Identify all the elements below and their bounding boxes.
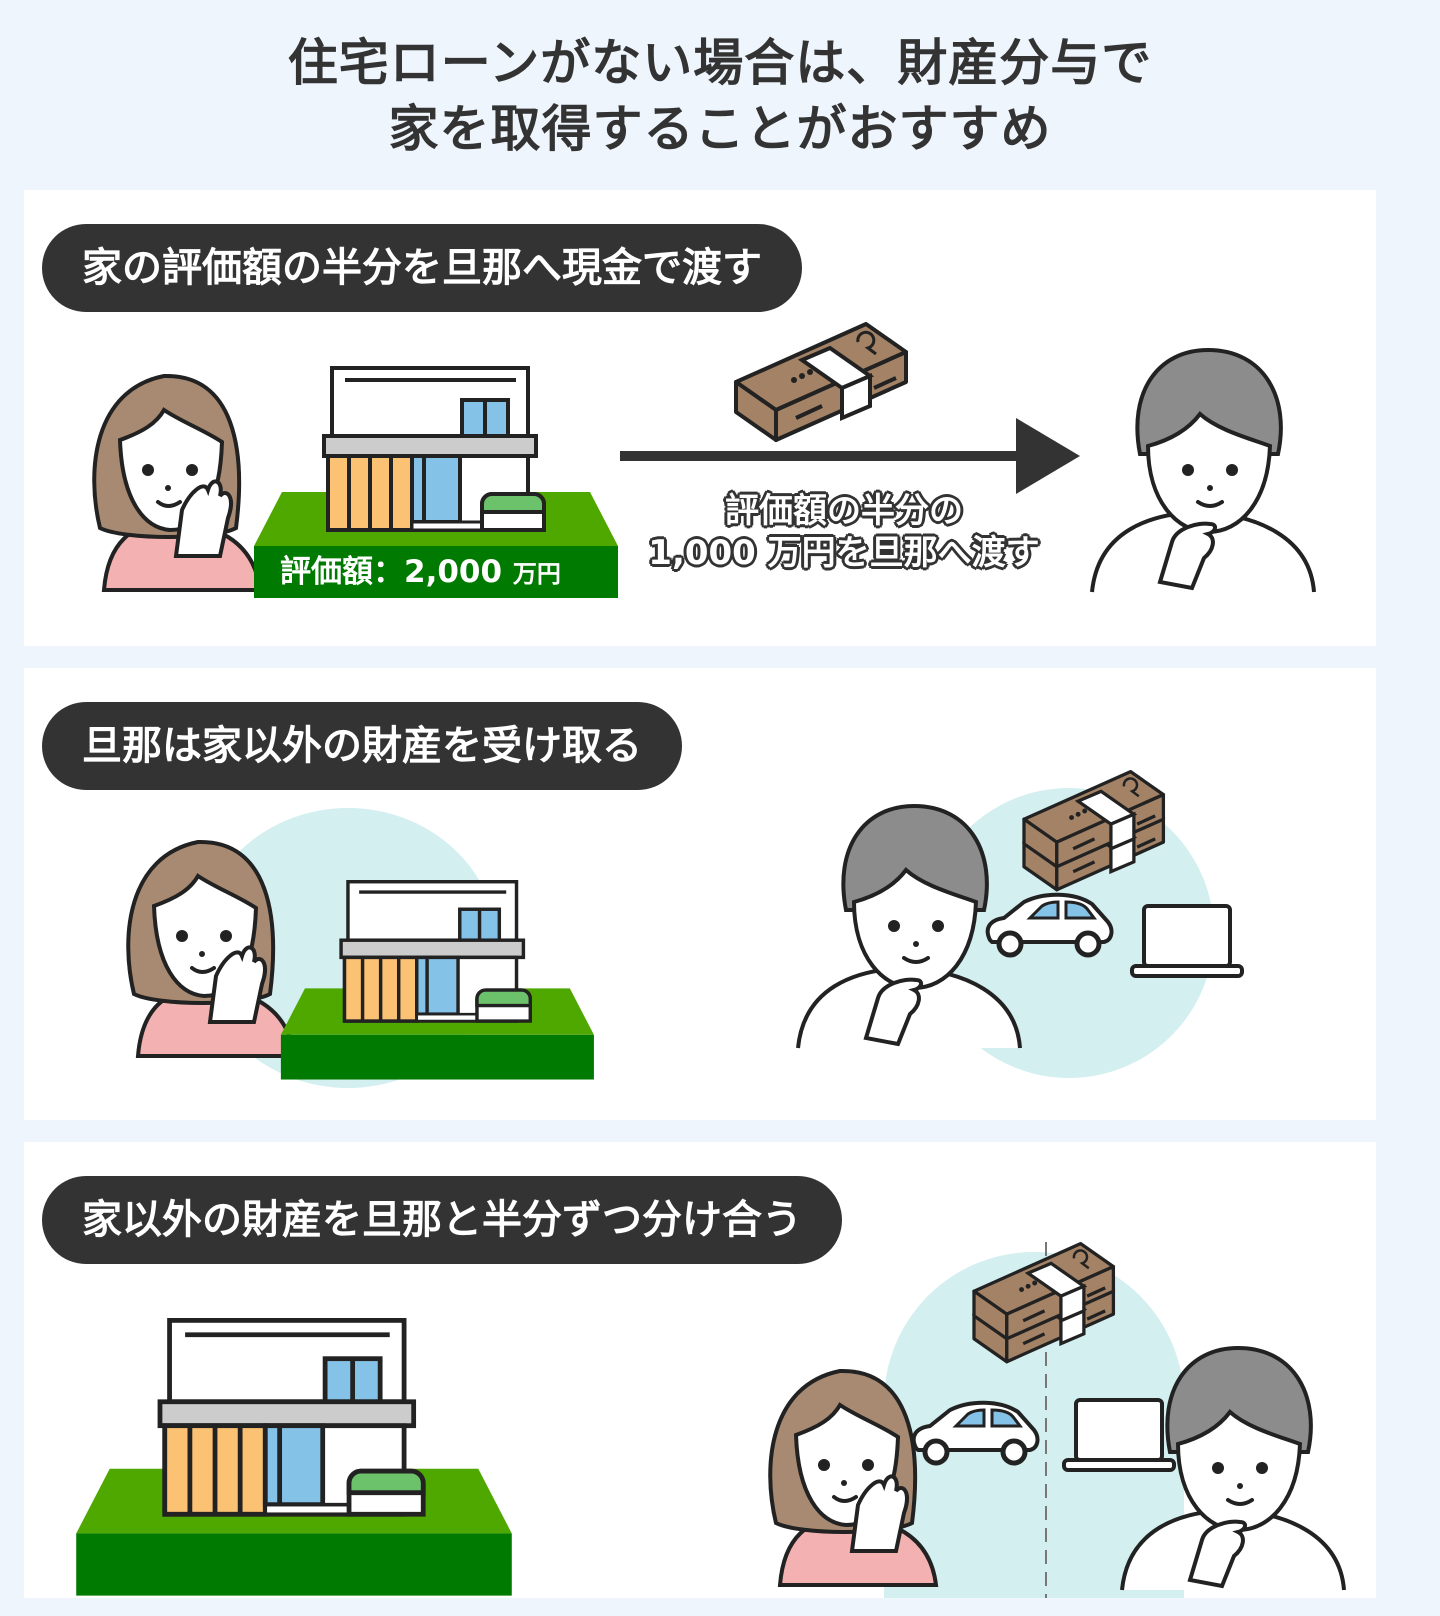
- house-icon: [64, 1318, 524, 1598]
- section-2-heading: 旦那は家以外の財産を受け取る: [42, 702, 682, 790]
- man-icon: [1120, 1346, 1346, 1592]
- section-2-panel: 旦那は家以外の財産を受け取る: [24, 668, 1376, 1120]
- house-value-label: 評価額：2,000 万円: [280, 554, 561, 590]
- section-1-panel: 家の評価額の半分を旦那へ現金で渡す 評価額：2,000 万円 評価額の半分の 1…: [24, 190, 1376, 646]
- divider-line: [1045, 1242, 1047, 1598]
- section-1-heading: 家の評価額の半分を旦那へ現金で渡す: [42, 224, 802, 312]
- woman-icon: [768, 1368, 938, 1587]
- page-title: 住宅ローンがない場合は、財産分与で 家を取得することがおすすめ: [0, 30, 1440, 162]
- laptop-icon: [1130, 904, 1244, 978]
- section-3-panel: 家以外の財産を旦那と半分ずつ分け合う: [24, 1142, 1376, 1598]
- arrow-right-icon: [620, 418, 1080, 494]
- car-icon: [984, 894, 1114, 960]
- house-icon: [279, 879, 596, 1082]
- title-line-1: 住宅ローンがない場合は、財産分与で: [287, 34, 1153, 92]
- section-3-heading: 家以外の財産を旦那と半分ずつ分け合う: [42, 1176, 842, 1264]
- title-line-2: 家を取得することがおすすめ: [388, 100, 1052, 158]
- man-icon: [1090, 348, 1316, 594]
- transfer-caption: 評価額の半分の 1,000 万円を旦那へ渡す: [648, 491, 1040, 573]
- car-icon: [910, 1402, 1040, 1468]
